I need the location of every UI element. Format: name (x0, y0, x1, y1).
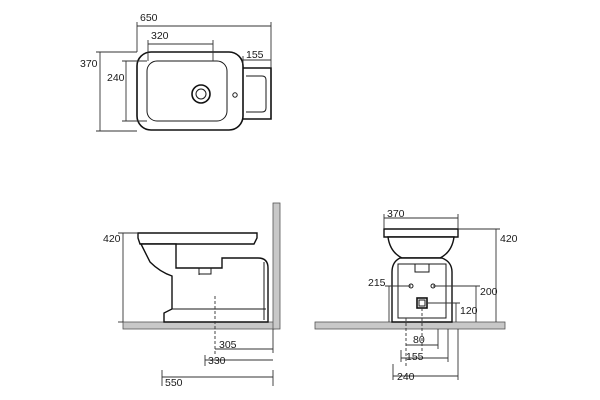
dim-label-305: 305 (219, 339, 237, 351)
dim-label-front-155: 155 (406, 351, 424, 363)
top-bowl (146, 60, 228, 122)
dim-label-550: 550 (165, 377, 183, 389)
side-floor (122, 321, 276, 330)
dim-label-215: 215 (368, 277, 386, 289)
side-body (139, 243, 269, 323)
top-body-outline (136, 51, 244, 131)
dim-label-80: 80 (413, 334, 425, 346)
dim-label-320: 320 (151, 30, 169, 42)
front-pedestal-inner (397, 263, 447, 319)
dim-label-330: 330 (208, 355, 226, 367)
side-rim (137, 232, 258, 245)
dim-label-200: 200 (480, 286, 498, 298)
front-view: 370 420 215 200 120 80 155 240 (314, 208, 518, 383)
top-back-section (243, 67, 272, 120)
front-bowl (387, 236, 455, 259)
dim-label-240: 240 (107, 72, 125, 84)
top-drain (191, 84, 211, 104)
front-waste-inner (418, 299, 426, 307)
dim-label-370: 370 (80, 58, 98, 70)
top-back-inner (246, 75, 267, 113)
front-floor (314, 321, 506, 330)
front-rim (383, 228, 459, 238)
front-pedestal (391, 257, 453, 323)
side-wall (272, 202, 281, 330)
top-tap-hole (232, 92, 238, 98)
dim-label-side-420: 420 (103, 233, 121, 245)
dim-label-650: 650 (140, 12, 158, 24)
dim-label-120: 120 (460, 305, 478, 317)
dim-label-front-370: 370 (387, 208, 405, 220)
side-trap (198, 267, 212, 275)
front-trap (414, 263, 430, 273)
dim-label-front-240: 240 (397, 371, 415, 383)
dim-label-front-420: 420 (500, 233, 518, 245)
top-view: 650 320 155 370 240 (80, 12, 272, 132)
side-view: 420 305 330 550 (103, 202, 281, 389)
top-drain-inner (195, 88, 207, 100)
dim-label-155: 155 (246, 49, 264, 61)
